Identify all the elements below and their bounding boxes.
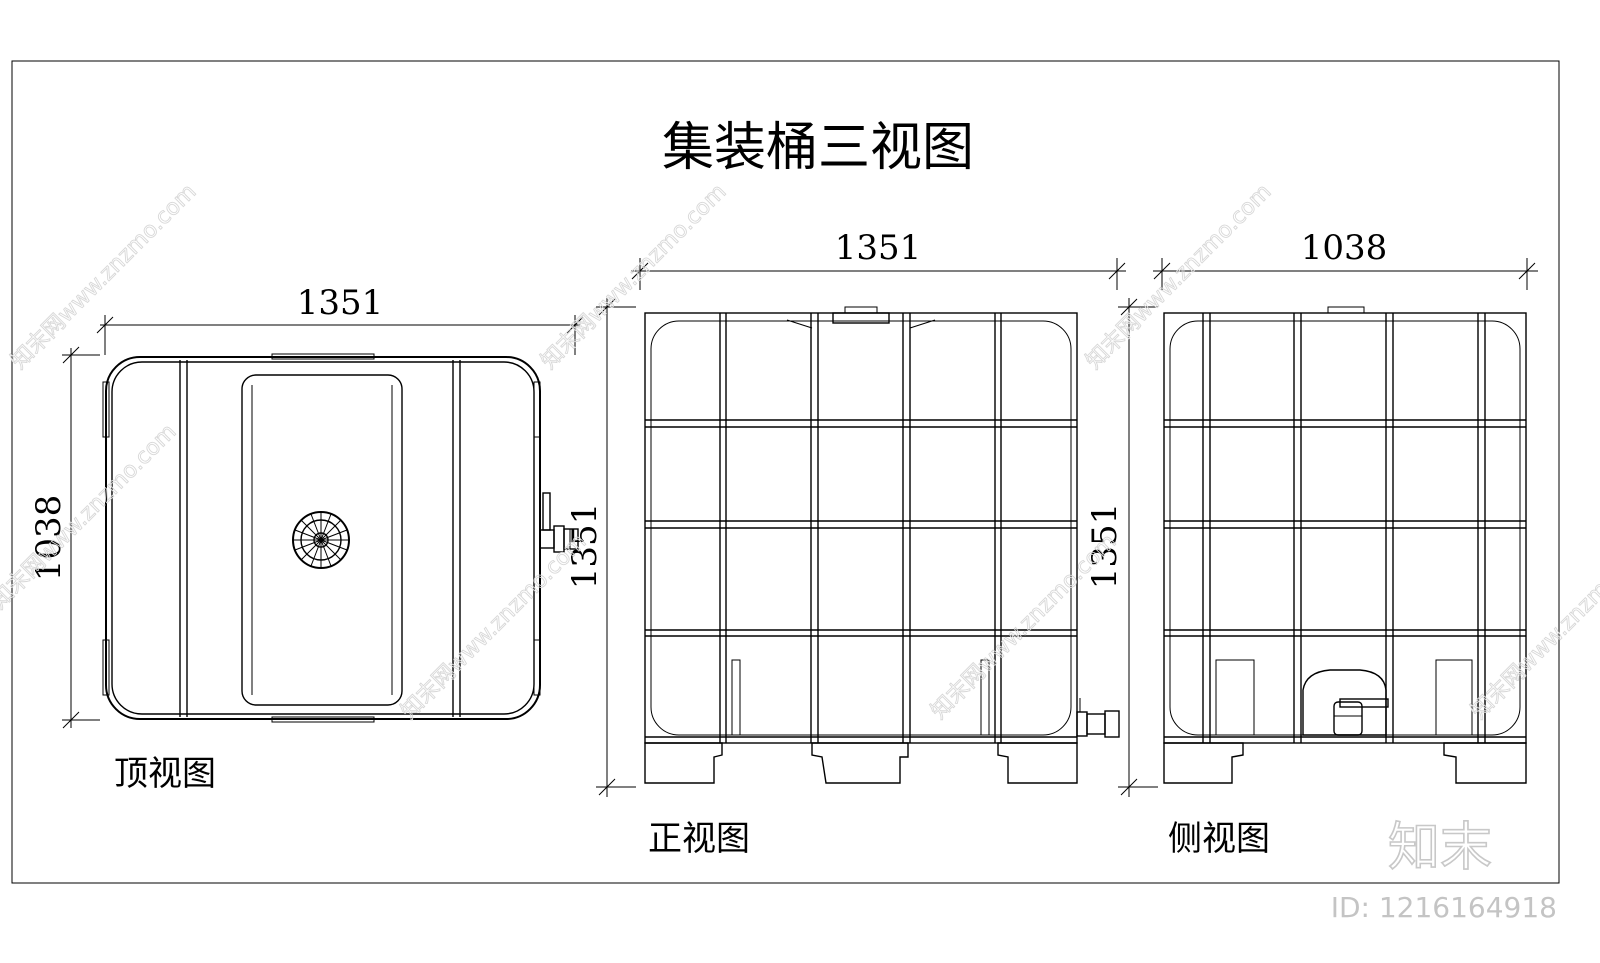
top-valve-icon xyxy=(539,492,579,553)
front-cage-grid xyxy=(645,313,1077,743)
drawing-border xyxy=(11,60,1560,884)
watermark-text: 知末网www.znzmo.com xyxy=(537,179,732,374)
front-valve-icon xyxy=(1076,698,1120,738)
watermark-text: 知末网www.znzmo.com xyxy=(0,419,181,614)
top-width-dimension-text: 1351 xyxy=(297,283,384,323)
side-height-dimension: 1351 xyxy=(1085,298,1158,797)
watermark-text: 知末网www.znzmo.com xyxy=(397,529,592,724)
front-pallet xyxy=(644,742,1078,784)
top-view: 1351 1038 xyxy=(29,283,584,794)
front-width-dimension-text: 1351 xyxy=(835,228,922,268)
side-valve-icon xyxy=(1302,669,1389,736)
side-height-dimension-text: 1351 xyxy=(1085,503,1125,590)
side-width-dimension: 1038 xyxy=(1153,228,1538,290)
front-view-label: 正视图 xyxy=(648,819,750,859)
side-width-dimension-text: 1038 xyxy=(1301,228,1388,268)
front-width-dimension: 1351 xyxy=(631,228,1126,290)
top-view-label: 顶视图 xyxy=(114,754,216,794)
drawing-title: 集装桶三视图 xyxy=(662,118,974,178)
side-cap-icon xyxy=(1327,306,1365,314)
brand-logo: 知末 xyxy=(1388,818,1492,878)
front-cap-icon xyxy=(786,306,936,329)
side-view: 1038 1351 xyxy=(1085,228,1538,859)
front-height-dimension: 1351 xyxy=(565,298,636,797)
image-id: ID: 1216164918 xyxy=(1331,891,1557,924)
top-depth-dimension: 1038 xyxy=(29,346,100,729)
watermark-text: 知末网www.znzmo.com xyxy=(927,529,1122,724)
watermark-text: 知末网www.znzmo.com xyxy=(1467,529,1600,724)
side-cage-grid xyxy=(1164,313,1526,743)
side-pallet xyxy=(1163,742,1527,784)
front-view: 1351 1351 xyxy=(565,228,1126,859)
side-view-label: 侧视图 xyxy=(1168,819,1270,859)
front-height-dimension-text: 1351 xyxy=(565,503,605,590)
top-width-dimension: 1351 xyxy=(96,283,584,355)
top-cap-icon xyxy=(292,511,350,569)
watermark-text: 知末网www.znzmo.com xyxy=(7,179,202,374)
top-depth-dimension-text: 1038 xyxy=(29,495,69,582)
